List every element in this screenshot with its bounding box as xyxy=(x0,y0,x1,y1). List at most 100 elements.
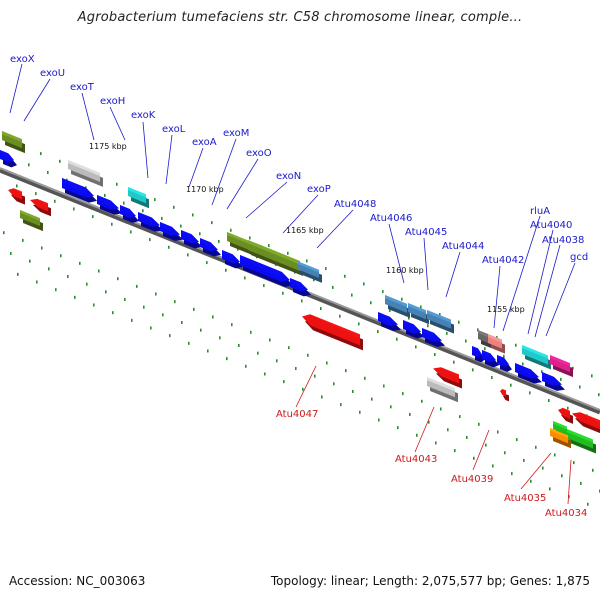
gene-block[interactable] xyxy=(488,334,505,354)
frame-dot xyxy=(48,267,50,271)
frame-dot xyxy=(428,420,430,424)
gene-label[interactable]: rluA xyxy=(530,206,550,217)
gene-label[interactable]: Atu4035 xyxy=(504,493,546,504)
frame-dot xyxy=(112,311,114,315)
tick-label: 1165 kbp xyxy=(286,226,324,235)
frame-dot xyxy=(168,245,170,249)
gene-block[interactable] xyxy=(542,372,565,391)
gene-block[interactable] xyxy=(472,346,485,363)
gene-label[interactable]: exoN xyxy=(276,171,301,182)
frame-dot xyxy=(363,282,365,286)
gene-label[interactable]: Atu4043 xyxy=(395,454,437,465)
gene-label[interactable]: Atu4045 xyxy=(405,227,447,238)
gene-label[interactable]: exoT xyxy=(70,82,95,93)
gene-label[interactable]: Atu4039 xyxy=(451,474,493,485)
gene-block[interactable] xyxy=(181,230,202,249)
gene-block-highlight xyxy=(542,372,554,384)
gene-block-highlight xyxy=(290,278,301,289)
frame-dot xyxy=(212,315,214,319)
gene-label[interactable]: Atu4044 xyxy=(442,241,484,252)
frame-dot xyxy=(149,238,151,242)
gene-block[interactable] xyxy=(0,150,17,168)
gene-block[interactable] xyxy=(385,295,410,318)
gene-label[interactable]: exoL xyxy=(162,124,186,135)
gene-block[interactable] xyxy=(427,310,454,334)
gene-block[interactable] xyxy=(248,240,303,276)
gene-block[interactable] xyxy=(403,320,424,339)
gene-label[interactable]: exoM xyxy=(223,128,249,139)
frame-dot xyxy=(93,303,95,307)
frame-dot xyxy=(383,384,385,388)
gene-block[interactable] xyxy=(427,377,458,403)
gene-block[interactable] xyxy=(433,367,462,389)
gene-block[interactable] xyxy=(2,131,25,154)
gene-block[interactable] xyxy=(240,255,293,287)
gene-block[interactable] xyxy=(30,198,51,217)
gene-features xyxy=(0,131,600,454)
gene-block[interactable] xyxy=(567,429,596,454)
gene-block[interactable] xyxy=(120,205,139,223)
gene-block[interactable] xyxy=(160,222,183,241)
gene-block[interactable] xyxy=(138,212,163,232)
gene-block[interactable] xyxy=(227,232,252,255)
frame-dot xyxy=(79,261,81,265)
gene-label[interactable]: Atu4038 xyxy=(542,235,584,246)
frame-dot xyxy=(535,445,537,449)
frame-dot xyxy=(142,209,144,213)
gene-block[interactable] xyxy=(558,407,573,424)
frame-dot xyxy=(377,330,379,334)
gene-block[interactable] xyxy=(497,355,512,372)
frame-dot xyxy=(187,253,189,257)
frame-dot xyxy=(567,406,569,410)
frame-dot xyxy=(150,326,152,330)
frame-dot xyxy=(86,282,88,286)
gene-label[interactable]: Atu4048 xyxy=(334,199,376,210)
gene-label[interactable]: exoO xyxy=(246,148,272,159)
gene-block[interactable] xyxy=(572,412,600,434)
gene-block[interactable] xyxy=(378,312,401,331)
gene-block-highlight xyxy=(120,205,130,215)
gene-label[interactable]: Atu4046 xyxy=(370,213,412,224)
gene-label[interactable]: exoK xyxy=(131,110,156,121)
gene-block-highlight xyxy=(488,334,502,343)
frame-dot xyxy=(359,410,361,414)
frame-dot xyxy=(67,275,69,279)
gene-label[interactable]: exoA xyxy=(192,137,217,148)
frame-dot xyxy=(390,405,392,409)
gene-label[interactable]: exoU xyxy=(40,68,65,79)
gene-label[interactable]: Atu4042 xyxy=(482,255,524,266)
gene-block[interactable] xyxy=(222,250,243,269)
gene-block-highlight xyxy=(567,429,593,443)
gene-block[interactable] xyxy=(290,278,311,297)
gene-block[interactable] xyxy=(200,238,221,257)
gene-block[interactable] xyxy=(408,303,429,325)
gene-label[interactable]: Atu4047 xyxy=(276,409,318,420)
gene-block[interactable] xyxy=(68,160,103,187)
gene-block[interactable] xyxy=(500,388,509,402)
gene-block-highlight xyxy=(2,131,22,143)
gene-label[interactable]: exoP xyxy=(307,184,331,195)
gene-block[interactable] xyxy=(482,350,499,368)
gene-block[interactable] xyxy=(302,314,363,351)
gene-label[interactable]: Atu4040 xyxy=(530,220,572,231)
gene-block[interactable] xyxy=(515,363,542,384)
gene-block[interactable] xyxy=(550,355,573,378)
gene-block[interactable] xyxy=(62,178,97,203)
gene-block[interactable] xyxy=(97,195,122,215)
frame-dot xyxy=(207,349,209,353)
gene-block[interactable] xyxy=(128,187,149,209)
gene-block-highlight xyxy=(427,310,451,323)
gene-block[interactable] xyxy=(522,345,551,370)
frame-dot xyxy=(364,376,366,380)
gene-block[interactable] xyxy=(550,428,571,449)
gene-block[interactable] xyxy=(20,210,43,232)
gene-label[interactable]: Atu4034 xyxy=(545,508,587,519)
gene-label[interactable]: gcd xyxy=(570,252,588,263)
gene-label[interactable]: exoH xyxy=(100,96,125,107)
gene-block[interactable] xyxy=(297,261,322,283)
gene-block[interactable] xyxy=(422,328,445,347)
frame-dot xyxy=(320,307,322,311)
gene-label[interactable]: exoX xyxy=(10,54,35,65)
gene-block[interactable] xyxy=(8,188,25,205)
frame-dot xyxy=(352,389,354,393)
